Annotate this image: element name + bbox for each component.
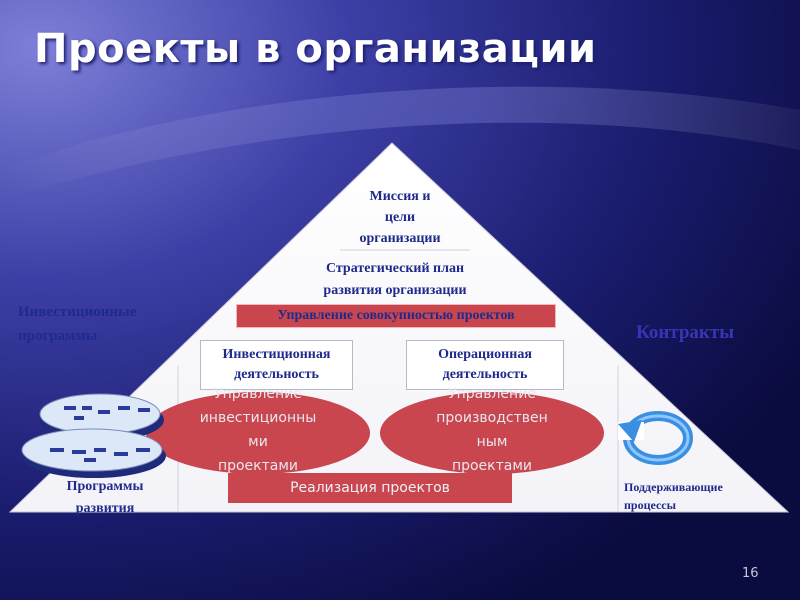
cycle-arrow-icon	[618, 411, 693, 465]
stacked-discs-icon	[21, 393, 166, 478]
investment-activity-box: Инвестиционная деятельность	[200, 340, 353, 390]
contracts-label: Контракты	[636, 322, 735, 343]
project-implementation-banner: Реализация проектов	[228, 473, 512, 503]
production-projects-ellipse	[380, 392, 604, 474]
investment-projects-management-label: Управление инвестиционны ми проектами	[199, 386, 317, 474]
slide-title: Проекты в организации	[34, 26, 597, 72]
production-projects-management-label: Управление производствен ным проектами	[436, 386, 548, 474]
mission-label: Миссия и цели организации	[359, 189, 441, 246]
strategic-plan-label: Стратегический план развития организации	[323, 261, 467, 298]
page-number: 16	[742, 566, 759, 581]
development-programs-label: Программы развития	[66, 479, 144, 516]
portfolio-management-banner: Управление совокупностью проектов	[236, 304, 556, 328]
investment-projects-ellipse	[146, 392, 370, 474]
supporting-processes-label: Поддерживающие процессы	[624, 480, 723, 512]
investment-programs-label: Инвестиционные программы	[18, 304, 137, 344]
operational-activity-box: Операционная деятельность	[406, 340, 564, 390]
